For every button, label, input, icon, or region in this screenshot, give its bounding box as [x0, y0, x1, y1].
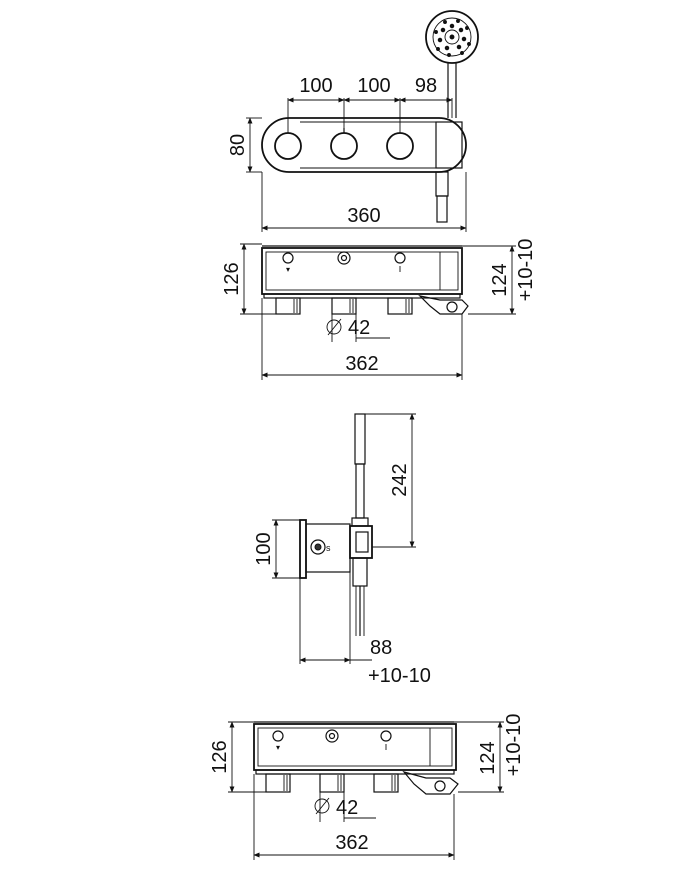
front-2-knob-3 — [373, 773, 399, 793]
knob-1 — [274, 132, 302, 160]
front-view-1: ▾ 126 124 +10-10 42 — [221, 239, 537, 380]
dim-front-2-tolerance: +10-10 — [503, 714, 525, 777]
dim-side-depth: 88 — [370, 637, 392, 659]
top-plate — [261, 117, 467, 173]
dim-spacing-c: 98 — [415, 75, 437, 97]
svg-text:s: s — [326, 543, 331, 553]
front-1-knob-3 — [387, 297, 413, 315]
dim-front-1-diameter: 42 — [348, 317, 370, 339]
top-view: 100 100 98 80 360 — [227, 10, 479, 232]
side-body — [305, 523, 351, 573]
dim-front-1-width: 362 — [345, 353, 378, 375]
dim-side-height: 100 — [253, 532, 275, 565]
front-1-knob-1 — [275, 297, 301, 315]
side-wall-plate — [299, 519, 307, 579]
dim-front-2-height-right: 124 — [477, 741, 499, 774]
dim-side-tolerance: +10-10 — [368, 665, 431, 687]
svg-text:▾: ▾ — [286, 265, 290, 274]
side-shower-head — [354, 413, 366, 465]
dim-front-1-height-left: 126 — [221, 262, 243, 295]
dim-side-shower-length: 242 — [389, 463, 411, 496]
svg-text:▾: ▾ — [276, 743, 280, 752]
dim-spacing-b: 100 — [357, 75, 390, 97]
dim-top-width: 360 — [347, 205, 380, 227]
dim-front-1-height-right: 124 — [489, 263, 511, 296]
dim-spacing-a: 100 — [299, 75, 332, 97]
front-2-body — [253, 723, 457, 771]
knob-3 — [386, 132, 414, 160]
dim-top-height: 80 — [227, 134, 249, 156]
dim-front-2-diameter: 42 — [336, 797, 358, 819]
front-1-knob-2 — [331, 297, 357, 315]
dim-front-1-tolerance: +10-10 — [515, 239, 537, 302]
dim-front-2-height-left: 126 — [209, 740, 231, 773]
front-2-knob-1 — [265, 773, 291, 793]
knob-2 — [330, 132, 358, 160]
hand-shower-head — [425, 10, 479, 64]
front-2-knob-2 — [319, 773, 345, 793]
front-view-2: ▾ 126 124 +10-10 42 362 — [209, 714, 525, 860]
side-view: s 100 242 88 +10-10 — [253, 413, 431, 687]
dim-front-2-width: 362 — [335, 832, 368, 854]
